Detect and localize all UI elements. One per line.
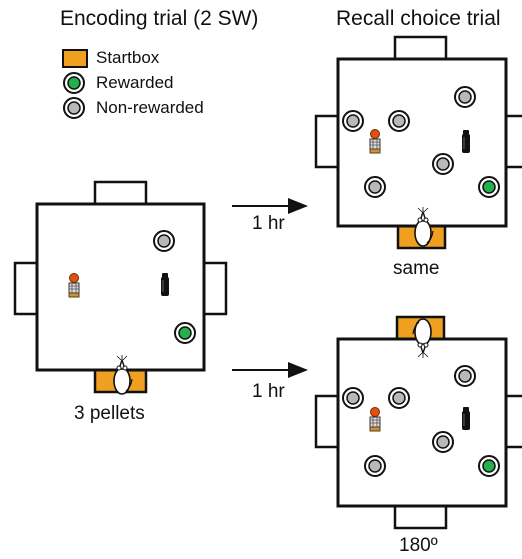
encoding-north-box [93,180,148,206]
rotated-arena-floor [336,337,508,508]
rotated-well-5 [364,455,386,477]
same-well-1 [454,86,476,108]
encoding-caption: 3 pellets [74,403,145,424]
bottle-icon [160,272,170,297]
same-stacked-object-icon [369,129,381,154]
rotated-well-3 [388,387,410,409]
upper-delay-label: 1 hr [252,213,285,234]
rotated-stacked-object-icon [369,407,381,432]
rotated-west-box [314,394,340,449]
rotated-south-box [393,504,448,530]
encoding-rewarded-well [174,322,196,344]
rotated-well-2 [342,387,364,409]
same-well-4 [432,153,454,175]
encoding-arena [13,180,228,395]
same-east-box [504,114,522,169]
recall-trial-title: Recall choice trial [336,7,501,30]
same-well-3 [388,110,410,132]
same-west-box [314,114,340,169]
legend-startbox-swatch [62,49,88,68]
encoding-east-box [202,261,228,316]
same-well-5 [364,176,386,198]
recall-rotated-caption: 180º [399,535,438,556]
legend-startbox-label: Startbox [96,48,160,67]
legend-non-rewarded-label: Non-rewarded [96,98,204,117]
same-north-box [393,35,448,61]
legend-non-rewarded-well-icon [63,97,85,119]
rotated-rewarded-well [478,455,500,477]
encoding-arena-floor [35,202,206,372]
recall-same-caption: same [393,258,440,279]
rotated-well-4 [432,431,454,453]
stacked-object-icon [68,273,80,298]
same-rewarded-well [478,176,500,198]
encoding-trial-title: Encoding trial (2 SW) [60,7,259,30]
lower-delay-label: 1 hr [252,381,285,402]
same-bottle-icon [461,129,471,154]
same-well-2 [342,110,364,132]
recall-arena-rotated [314,315,522,530]
same-arena-floor [336,57,508,228]
recall-arena-same [314,35,522,250]
encoding-west-box [13,261,39,316]
legend-rewarded-well-icon [63,72,85,94]
encoding-non-rewarded-well [153,230,175,252]
rotated-east-box [504,394,522,449]
legend-rewarded-label: Rewarded [96,73,174,92]
rotated-bottle-icon [461,406,471,431]
rotated-well-1 [454,365,476,387]
